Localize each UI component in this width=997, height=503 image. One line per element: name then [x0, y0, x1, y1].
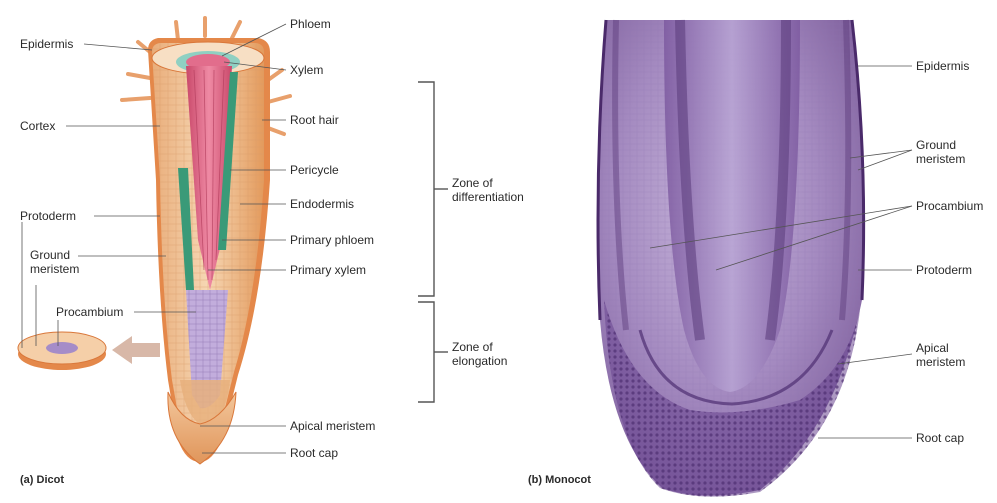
label-root-hair: Root hair	[290, 113, 339, 127]
label-apical-meristem-b: Apical meristem	[916, 341, 965, 369]
label-root-cap-a: Root cap	[290, 446, 338, 460]
label-zone-elongation: Zone of elongation	[452, 340, 507, 368]
bracket-elongation	[418, 302, 434, 402]
dicot-root-illustration	[18, 18, 290, 464]
label-procambium-b: Procambium	[916, 199, 983, 213]
label-epidermis-a: Epidermis	[20, 37, 73, 51]
label-protoderm-b: Protoderm	[916, 263, 972, 277]
label-epidermis-b: Epidermis	[916, 59, 969, 73]
inset-arrow	[112, 336, 160, 364]
label-protoderm-a: Protoderm	[20, 209, 76, 223]
label-procambium-a: Procambium	[56, 305, 123, 319]
label-cortex: Cortex	[20, 119, 55, 133]
label-primary-xylem: Primary xylem	[290, 263, 366, 277]
monocot-micrograph	[592, 14, 864, 502]
label-xylem: Xylem	[290, 63, 323, 77]
label-pericycle: Pericycle	[290, 163, 339, 177]
label-zone-differentiation: Zone of differentiation	[452, 176, 524, 204]
caption-monocot: (b) Monocot	[528, 474, 591, 486]
label-ground-meristem-b: Ground meristem	[916, 138, 965, 166]
label-apical-meristem-a: Apical meristem	[290, 419, 375, 433]
label-primary-phloem: Primary phloem	[290, 233, 374, 247]
label-root-cap-b: Root cap	[916, 431, 964, 445]
label-ground-meristem-a: Ground meristem	[30, 248, 79, 276]
label-phloem: Phloem	[290, 17, 331, 31]
cross-section-inset	[18, 332, 106, 370]
label-endodermis: Endodermis	[290, 197, 354, 211]
caption-dicot: (a) Dicot	[20, 474, 64, 486]
bracket-differentiation	[418, 82, 434, 296]
zone-brackets	[418, 82, 448, 402]
